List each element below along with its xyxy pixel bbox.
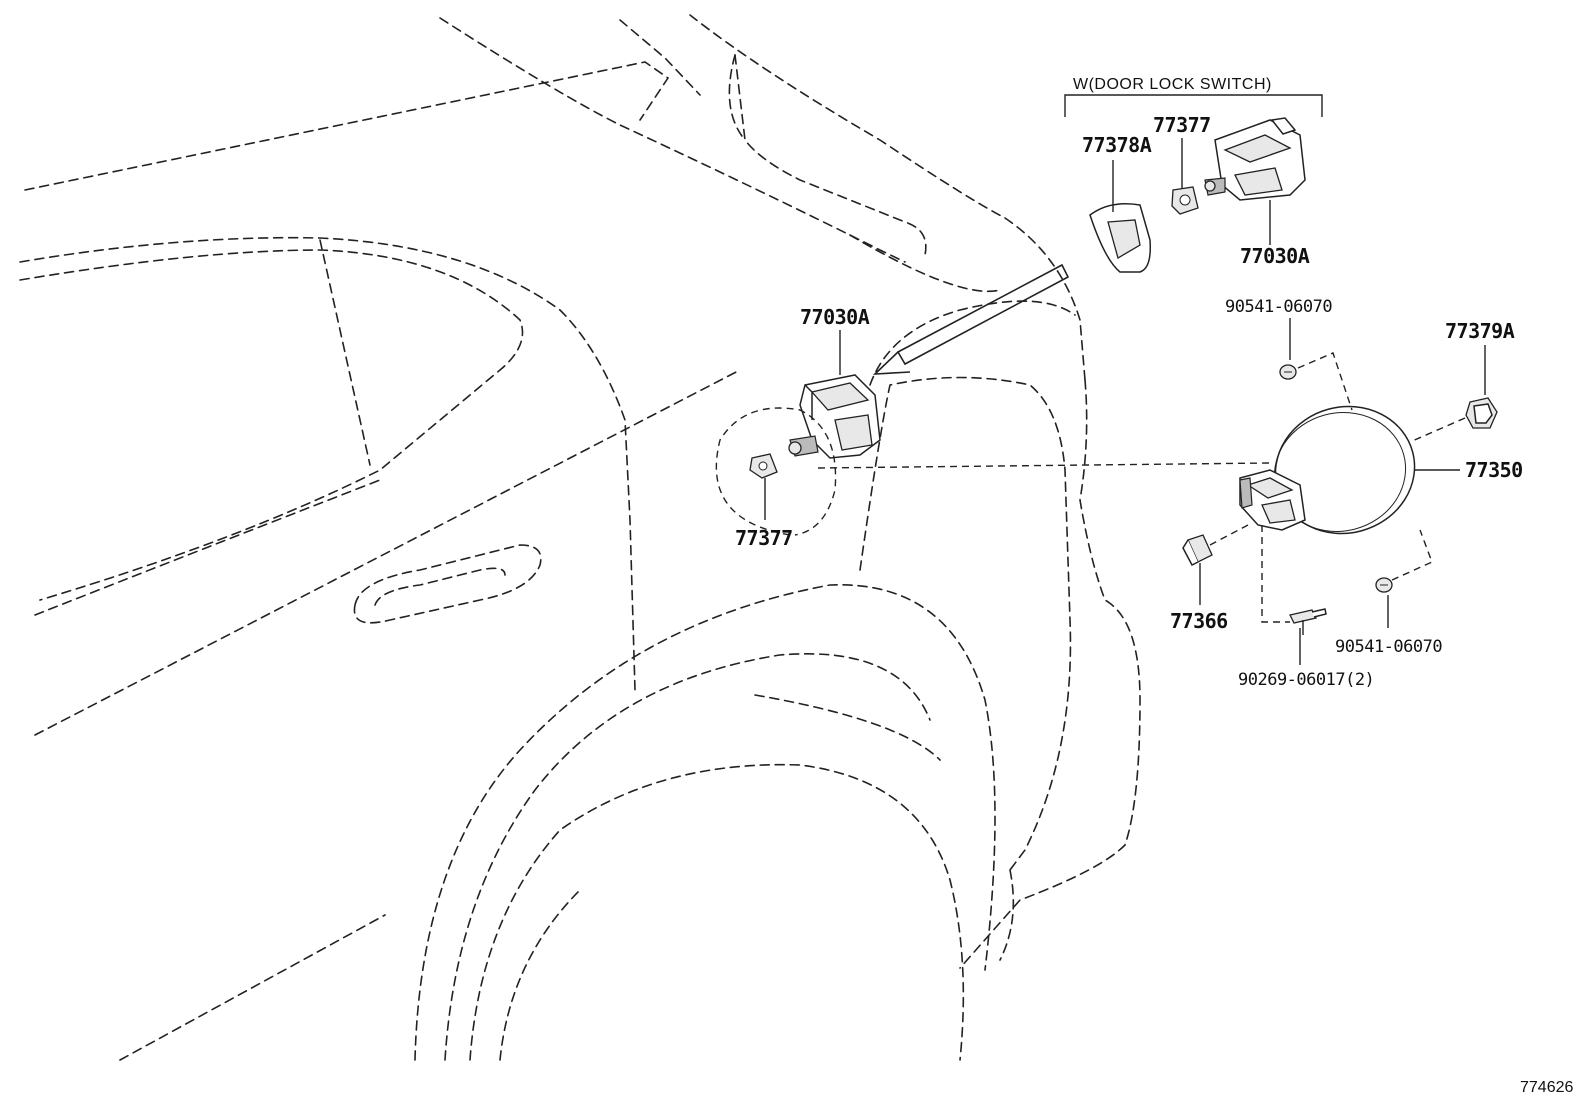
door-lock-switch-group: W(DOOR LOCK SWITCH) 77378A 77377 77030A [1064, 76, 1323, 273]
fuel-filler-door-77350 [1239, 405, 1416, 535]
actuator-cover-77378A [1089, 203, 1152, 273]
lock-actuator-77030A-main [788, 374, 881, 459]
nut-77377-top [1171, 186, 1199, 215]
lock-actuator-77030A-top [1204, 117, 1306, 201]
housing-clip-77379A [1465, 397, 1498, 429]
illustration-id: 774626 [1520, 1079, 1573, 1096]
location-arrow [872, 263, 1070, 375]
label-90269: 90269-06017(2) [1238, 670, 1374, 690]
label-90541-top: 90541-06070 [1225, 297, 1332, 317]
label-77377-top: 77377 [1153, 113, 1211, 137]
clip-90541-top [1279, 364, 1297, 380]
vehicle-body-outline [19, 14, 1141, 1061]
label-77366: 77366 [1170, 609, 1228, 633]
label-90541-bottom: 90541-06070 [1335, 637, 1442, 657]
label-77030A-top: 77030A [1240, 244, 1310, 268]
label-77350: 77350 [1465, 458, 1523, 482]
fuel-door-assembly: 77030A 77377 [715, 297, 1523, 690]
label-77378A: 77378A [1082, 133, 1152, 157]
clip-90541-bottom [1375, 577, 1393, 593]
screw-90269 [1289, 608, 1327, 635]
bumper-77366 [1182, 534, 1213, 566]
condition-note: W(DOOR LOCK SWITCH) [1073, 76, 1272, 93]
label-77379A: 77379A [1445, 319, 1515, 343]
label-77030A-main: 77030A [800, 305, 870, 329]
label-77377-main: 77377 [735, 526, 793, 550]
nut-77377-main [749, 453, 778, 479]
